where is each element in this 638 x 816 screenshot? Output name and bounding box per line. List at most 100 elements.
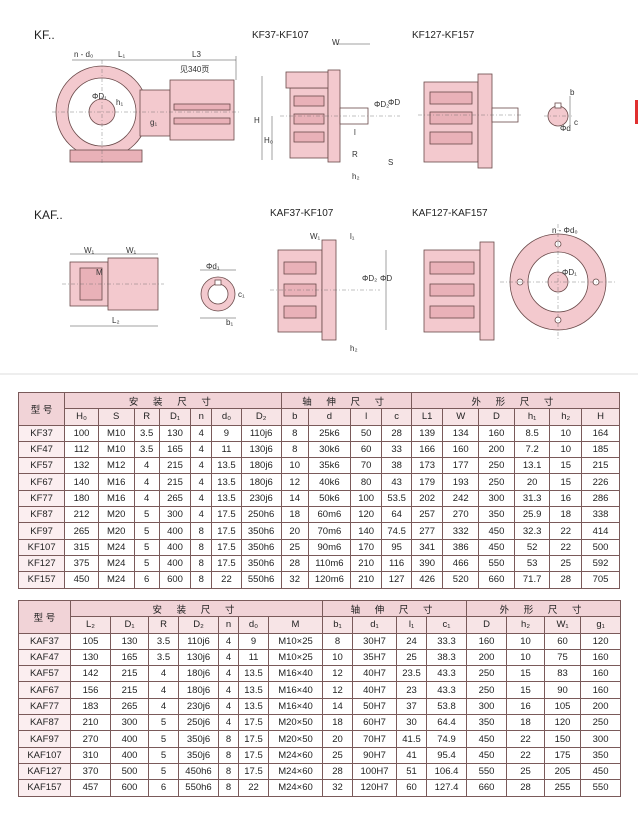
value-cell: 300 xyxy=(580,730,622,748)
value-cell: 50k6 xyxy=(307,489,351,508)
value-cell: 315 xyxy=(64,538,99,556)
value-cell: 400 xyxy=(158,538,192,556)
value-cell: 250j6 xyxy=(178,714,219,732)
value-cell: 183 xyxy=(70,697,111,716)
model-cell: KAF87 xyxy=(18,714,71,732)
value-cell: 6 xyxy=(133,571,160,589)
value-cell: 32 xyxy=(322,779,353,797)
value-cell: M10 xyxy=(97,424,135,442)
value-cell: 230j6 xyxy=(240,489,282,508)
value-cell: 12 xyxy=(280,473,309,491)
dim-d1: ΦD₁ xyxy=(92,92,107,101)
table2-col-header: h₂ xyxy=(506,616,546,634)
value-cell: 180 xyxy=(64,489,99,508)
value-cell: 140 xyxy=(64,473,99,491)
value-cell: M16×40 xyxy=(268,697,323,716)
value-cell: 332 xyxy=(442,522,480,540)
table2-col-header: W₁ xyxy=(544,616,582,634)
value-cell: 8 xyxy=(190,522,213,540)
value-cell: 350h6 xyxy=(240,522,282,540)
value-cell: 52 xyxy=(513,538,551,556)
value-cell: 105 xyxy=(544,697,582,716)
value-cell: 10 xyxy=(280,457,309,475)
value-cell: 457 xyxy=(70,779,111,797)
value-cell: 25 xyxy=(396,648,427,667)
table1-col-header: L1 xyxy=(410,408,444,426)
value-cell: 16 xyxy=(549,489,582,508)
kaf-side-view xyxy=(62,253,164,327)
value-cell: 400 xyxy=(158,554,192,573)
value-cell: 32 xyxy=(280,571,309,589)
value-cell: 120H7 xyxy=(352,779,397,797)
value-cell: 120 xyxy=(349,506,383,524)
value-cell: 3.5 xyxy=(133,424,160,442)
value-cell: 5 xyxy=(133,522,160,540)
value-cell: 160 xyxy=(580,681,622,699)
value-cell: 173 xyxy=(410,457,444,475)
value-cell: 90 xyxy=(544,681,582,699)
model-cell: KF157 xyxy=(17,571,66,589)
value-cell: 41 xyxy=(396,746,427,764)
value-cell: M24 xyxy=(97,538,135,556)
value-cell: 270 xyxy=(442,506,480,524)
table1-col-header: D xyxy=(478,408,515,426)
see-page-note: 见340页 xyxy=(180,65,210,74)
value-cell: 51 xyxy=(396,762,427,781)
value-cell: 120m6 xyxy=(307,571,351,589)
value-cell: 550h6 xyxy=(240,571,282,589)
dim-d: ΦD xyxy=(388,98,401,107)
kaf-view2-label: KAF37-KF107 xyxy=(270,208,334,219)
value-cell: 100 xyxy=(349,489,383,508)
value-cell: 215 xyxy=(158,473,192,491)
value-cell: 30k6 xyxy=(307,440,351,459)
dim-n-d0: n - d₀ xyxy=(74,50,94,59)
value-cell: 20 xyxy=(280,522,309,540)
value-cell: 13.1 xyxy=(513,457,551,475)
value-cell: 74.5 xyxy=(381,522,412,540)
value-cell: 350j6 xyxy=(178,746,219,764)
value-cell: 95.4 xyxy=(425,746,468,764)
value-cell: 4 xyxy=(190,440,213,459)
value-cell: 38 xyxy=(381,457,412,475)
value-cell: 4 xyxy=(218,714,239,732)
table1-col-header: b xyxy=(280,408,309,426)
value-cell: 4 xyxy=(218,648,239,667)
value-cell: 8 xyxy=(190,538,213,556)
value-cell: 242 xyxy=(442,489,480,508)
table2-col-header: d₁ xyxy=(352,616,397,634)
value-cell: 202 xyxy=(410,489,444,508)
kaf-large-front-view xyxy=(423,241,495,341)
value-cell: 414 xyxy=(581,522,620,540)
value-cell: 139 xyxy=(410,424,444,442)
value-cell: 160 xyxy=(580,648,622,667)
table1-col-header: d xyxy=(307,408,351,426)
value-cell: 35H7 xyxy=(352,648,397,667)
value-cell: 30 xyxy=(396,714,427,732)
value-cell: 23.5 xyxy=(396,665,427,683)
value-cell: 17.5 xyxy=(211,506,242,524)
value-cell: 24 xyxy=(396,632,427,650)
value-cell: 17.5 xyxy=(238,762,269,781)
value-cell: 4 xyxy=(148,681,179,699)
value-cell: 4 xyxy=(218,697,239,716)
model-cell: KF77 xyxy=(17,489,66,508)
value-cell: 8 xyxy=(280,440,309,459)
value-cell: 210 xyxy=(349,554,383,573)
model-cell: KAF47 xyxy=(18,648,71,667)
model-cell: KF67 xyxy=(17,473,66,491)
table2-col-header: D xyxy=(466,616,508,634)
table1-col-header: n xyxy=(190,408,213,426)
dim-n-phid0: n - Φd₀ xyxy=(552,226,578,235)
dim-d2-kaf: ΦD₂ xyxy=(362,274,378,283)
table2-col-header: l₁ xyxy=(396,616,427,634)
dim-h1: h₁ xyxy=(116,98,124,107)
value-cell: 25 xyxy=(549,554,582,573)
value-cell: 15 xyxy=(549,457,582,475)
